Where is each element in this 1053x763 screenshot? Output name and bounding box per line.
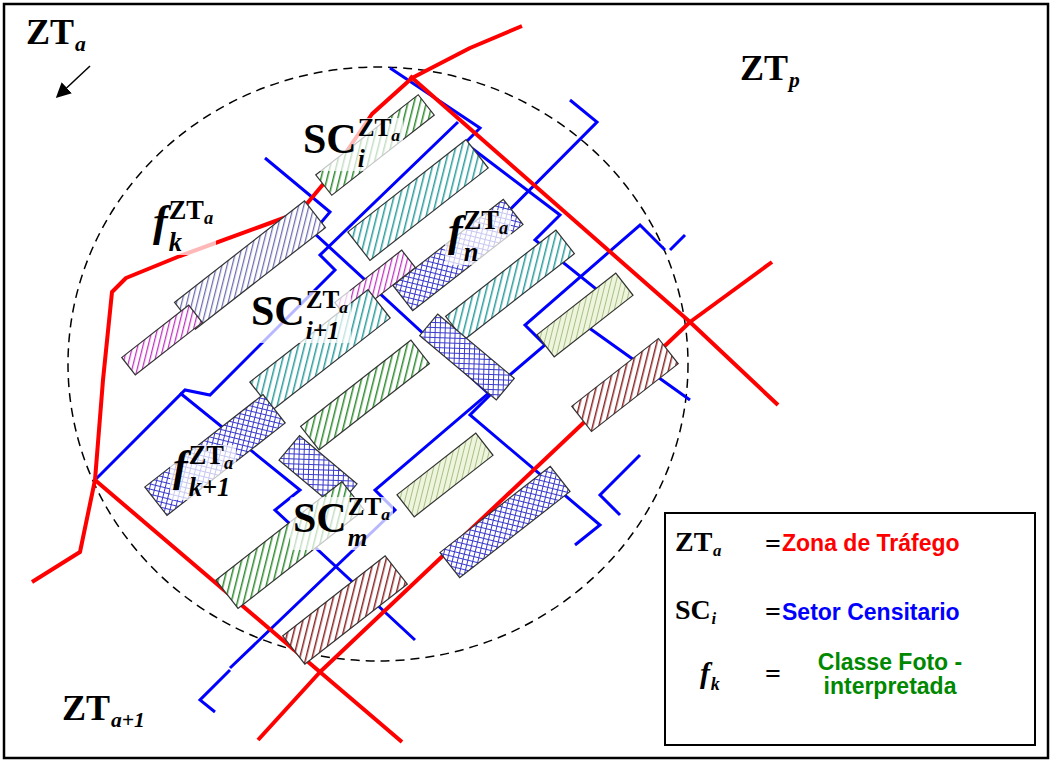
subscript-index: k+1: [189, 474, 233, 500]
symbol-label: =: [765, 660, 781, 688]
subscript-index: a: [75, 34, 86, 56]
symbol-label: =: [765, 530, 781, 558]
script-column: ZTam: [348, 497, 390, 550]
pointer-arrow: [58, 66, 90, 96]
frame: [4, 4, 1048, 758]
script-column: a: [713, 528, 721, 560]
subscript-index: k: [169, 229, 213, 255]
symbol-base: =: [765, 530, 781, 558]
symbol-base: f: [448, 210, 463, 254]
superscript-index: a: [224, 453, 233, 473]
superscript-index: a: [391, 125, 400, 145]
subscript-index: i: [358, 146, 400, 171]
legend-box: [665, 513, 1035, 745]
symbol-label: fZTak+1: [170, 445, 236, 500]
subscript-index: n: [464, 239, 508, 265]
script-column: k: [711, 658, 720, 693]
script-column: i: [711, 596, 716, 628]
symbol-base: SC: [251, 290, 305, 332]
census-boundaries: [95, 68, 690, 712]
symbol-base: f: [153, 200, 168, 244]
superscript: ZTa: [189, 442, 233, 472]
symbol-label: ZTp: [740, 50, 800, 91]
superscript: ZTa: [348, 494, 390, 523]
script-column: ZTan: [464, 210, 508, 265]
symbol-base: =: [765, 598, 781, 626]
symbol-base: ZT: [740, 50, 788, 86]
symbol-base: ZT: [675, 528, 712, 556]
symbol-label: ZTa: [26, 14, 86, 55]
symbol-label: =: [765, 598, 781, 626]
script-column: ZTak+1: [189, 445, 233, 500]
symbol-label: SCZTam: [290, 497, 393, 550]
symbol-base: SC: [675, 596, 711, 624]
superscript-text: ZT: [348, 493, 382, 520]
symbol-label: SCZTai+1: [248, 290, 351, 343]
superscript-index: a: [499, 218, 508, 238]
subscript-index: k: [711, 675, 720, 693]
symbol-label: fZTan: [445, 210, 511, 265]
script-column: p: [789, 50, 800, 91]
superscript: ZTa: [306, 287, 348, 316]
symbol-base: f: [173, 445, 188, 489]
symbol-label: fk: [700, 658, 720, 693]
superscript-index: a: [381, 504, 390, 524]
script-column: ZTai+1: [306, 290, 348, 343]
superscript-text: ZT: [169, 195, 204, 225]
symbol-label: ZTa+1: [62, 690, 145, 731]
symbol-base: f: [700, 658, 710, 688]
script-column: ZTak: [169, 200, 213, 255]
symbol-base: ZT: [26, 14, 74, 50]
symbol-label: SCZTai: [300, 118, 403, 171]
legend-text: Classe Foto - interpretada: [790, 650, 990, 698]
script-column: a: [75, 14, 86, 55]
symbol-base: SC: [293, 497, 347, 539]
superscript-text: ZT: [306, 286, 340, 313]
superscript: ZTa: [358, 115, 400, 144]
superscript-index: a: [204, 208, 213, 228]
script-column: a+1: [111, 690, 145, 731]
subscript-index: i+1: [306, 318, 348, 343]
script-column: ZTai: [358, 118, 400, 171]
legend-text: Zona de Tráfego: [782, 531, 960, 555]
symbol-label: ZTa: [675, 528, 721, 560]
superscript: ZTa: [464, 207, 508, 237]
symbol-label: fZTak: [150, 200, 216, 255]
subscript-index: a+1: [111, 710, 145, 732]
subscript-index: i: [711, 611, 716, 628]
superscript-text: ZT: [358, 114, 392, 141]
superscript-index: a: [339, 297, 348, 317]
symbol-label: SCi: [675, 596, 716, 628]
symbol-base: ZT: [62, 690, 110, 726]
symbol-base: SC: [303, 118, 357, 160]
superscript: ZTa: [169, 197, 213, 227]
photo-classes: [122, 95, 678, 664]
symbol-base: =: [765, 660, 781, 688]
superscript-text: ZT: [189, 440, 224, 470]
subscript-index: p: [789, 70, 800, 92]
subscript-index: m: [348, 525, 390, 550]
legend-text: Setor Censitario: [782, 600, 960, 624]
superscript-text: ZT: [464, 205, 499, 235]
subscript-index: a: [713, 543, 721, 560]
